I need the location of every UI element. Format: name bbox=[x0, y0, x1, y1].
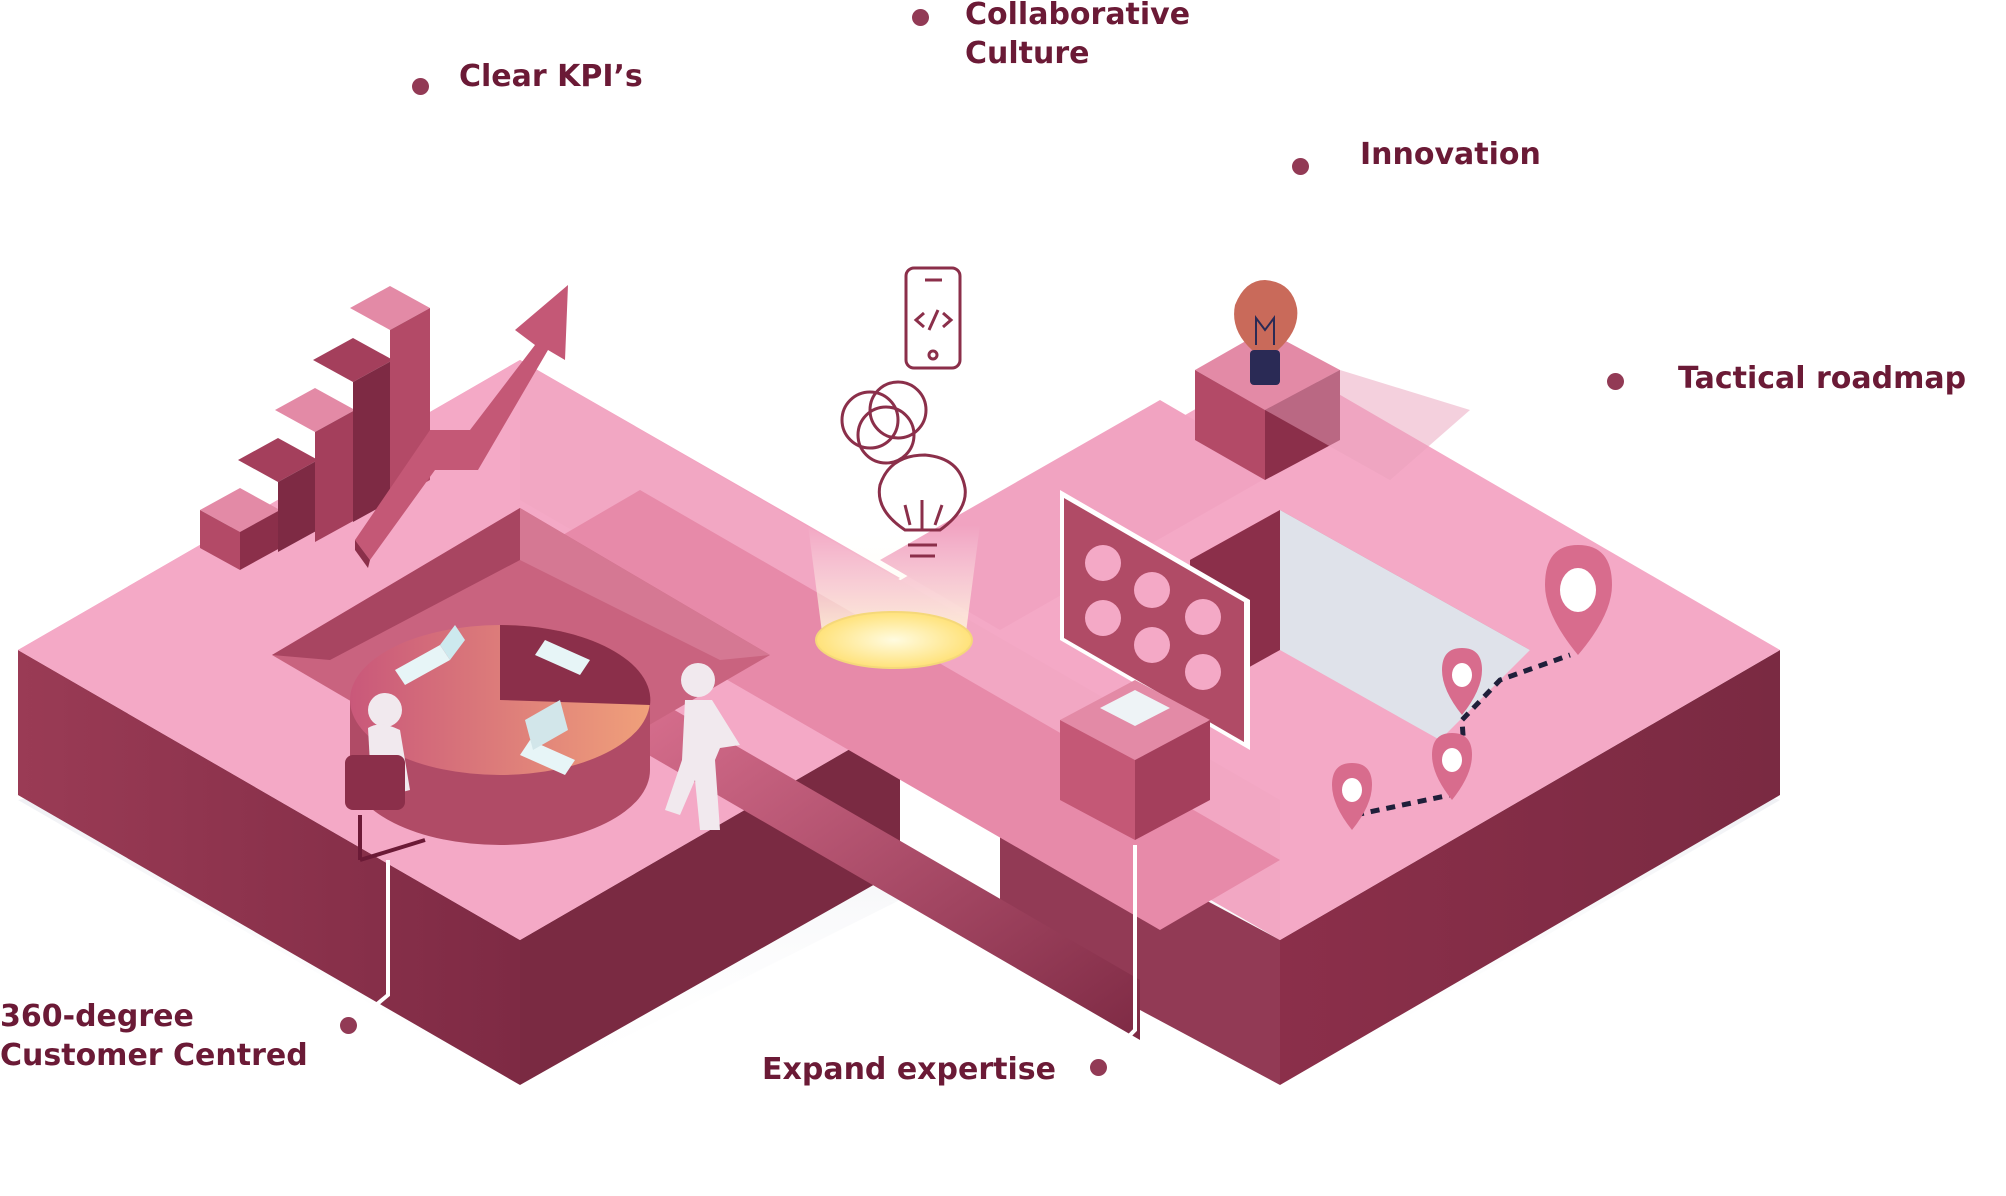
label-customer-line2: Customer Centred bbox=[0, 1038, 308, 1073]
location-pin-icon bbox=[1442, 648, 1482, 715]
circuit-lightbulb-icon bbox=[877, 453, 967, 558]
bar-chart-icon bbox=[200, 286, 430, 570]
label-customer-centred: 360-degree Customer Centred bbox=[0, 997, 308, 1075]
kpi-bullet-dot bbox=[412, 78, 429, 95]
innovation-pedestal bbox=[1195, 330, 1470, 480]
label-clear-kpis: Clear KPI’s bbox=[459, 59, 643, 94]
person-walking-icon bbox=[665, 663, 740, 830]
round-table bbox=[350, 624, 651, 845]
label-collaborative-line1: Collaborative bbox=[965, 0, 1191, 32]
label-tactical-roadmap: Tactical roadmap bbox=[1678, 361, 1967, 396]
overlapping-circles-icon bbox=[840, 380, 928, 465]
light-beam bbox=[808, 525, 980, 669]
customer-bullet-dot bbox=[340, 1017, 357, 1034]
label-customer-line1: 360-degree bbox=[0, 999, 194, 1034]
video-conference-screen-icon bbox=[1060, 490, 1250, 750]
label-collaborative-line2: Culture bbox=[965, 36, 1090, 71]
leader-lines bbox=[350, 845, 1137, 1064]
lightbulb-icon bbox=[1234, 280, 1298, 385]
laptop-icon bbox=[395, 625, 465, 685]
smartphone-code-icon bbox=[904, 266, 962, 370]
laptop-icon bbox=[535, 640, 590, 675]
label-expand-expertise: Expand expertise bbox=[762, 1052, 1056, 1087]
roadmap-path bbox=[1354, 652, 1571, 818]
person-at-desk-icon bbox=[345, 693, 426, 862]
roadmap-bullet-dot bbox=[1607, 373, 1624, 390]
desk-cube bbox=[1060, 680, 1210, 840]
location-pin-icon bbox=[1432, 733, 1472, 800]
location-pin-icon bbox=[1332, 763, 1372, 830]
collaborative-bullet-dot bbox=[912, 9, 929, 26]
expertise-bullet-dot bbox=[1090, 1059, 1107, 1076]
location-pin-icon bbox=[1545, 545, 1612, 655]
innovation-bullet-dot bbox=[1292, 158, 1309, 175]
laptop-icon bbox=[520, 700, 575, 775]
label-collaborative-culture: Collaborative Culture bbox=[965, 0, 1190, 73]
label-innovation: Innovation bbox=[1360, 137, 1541, 172]
growth-arrow-icon bbox=[355, 285, 568, 568]
